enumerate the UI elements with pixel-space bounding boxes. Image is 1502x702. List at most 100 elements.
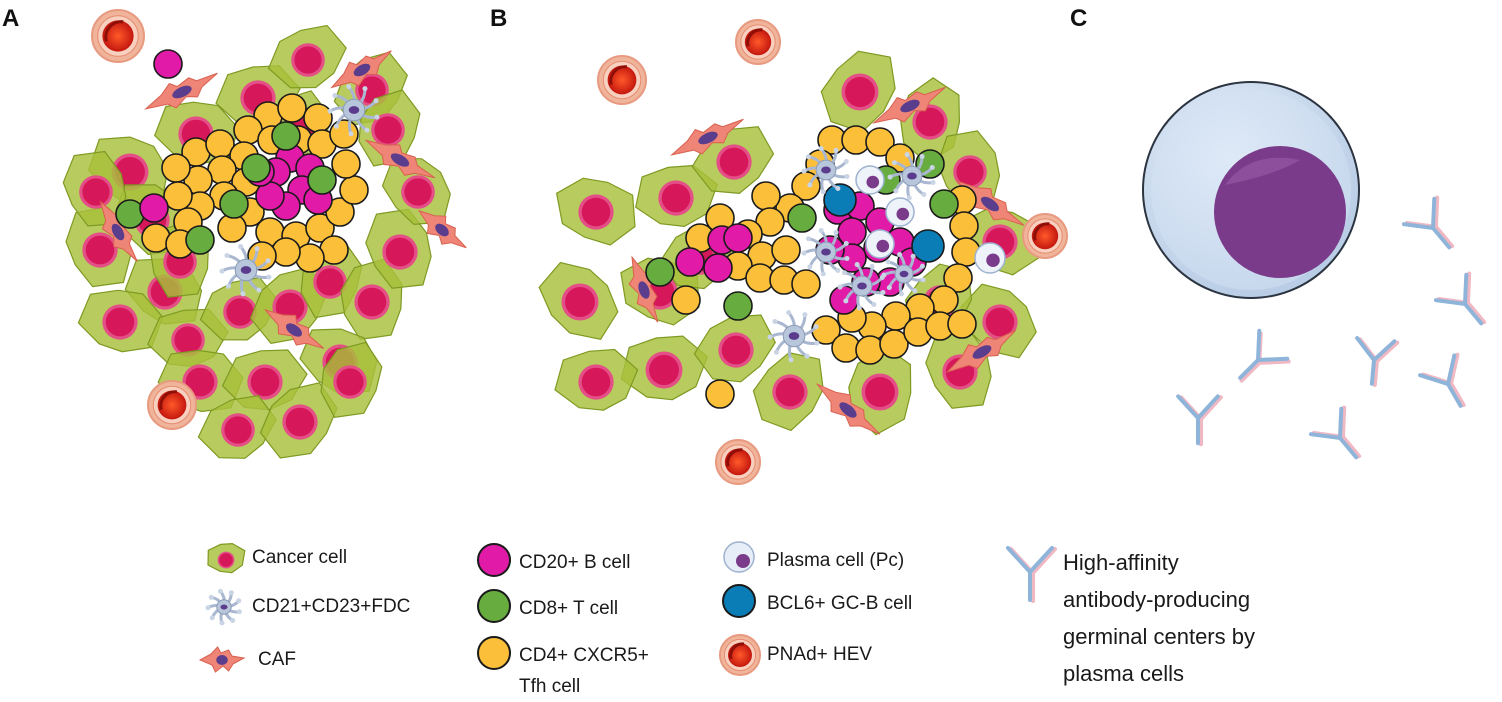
- cancer-cell-nucleus: [581, 367, 611, 397]
- gcb-cell-icon: [722, 584, 756, 618]
- antibody-heavy-chain: [1308, 406, 1359, 460]
- t-cell: [787, 203, 817, 233]
- fdc-dendrite-tip: [920, 277, 926, 283]
- fdc-dendrite-tip: [930, 180, 936, 186]
- hev-vessel: [735, 19, 781, 65]
- fdc-nucleus: [899, 270, 909, 278]
- legend-label-gcb-cell: BCL6+ GC-B cell: [767, 593, 912, 614]
- cancer-cell: [259, 382, 338, 459]
- cancer-cell-nucleus: [385, 237, 415, 267]
- fdc-dendrite-tip: [236, 609, 242, 615]
- legend-label-tfh-line2: Tfh cell: [519, 676, 580, 697]
- cancer-cell-nucleus: [185, 367, 215, 397]
- caf-cell: [815, 383, 881, 435]
- cancer-cell-nucleus: [285, 407, 315, 437]
- fdc-dendrite-tip: [373, 98, 379, 104]
- fdc-dendrite-tip: [844, 256, 850, 262]
- panel-a-cluster: [62, 9, 467, 459]
- caf-cell: [198, 646, 246, 673]
- fdc-dendrite-tip: [225, 283, 231, 289]
- hev-vessel: [715, 439, 761, 485]
- fdc-dendrite-tip: [208, 594, 214, 600]
- plasma-cell-nucleus: [876, 239, 890, 253]
- legend-label-t-cell: CD8+ T cell: [519, 598, 618, 619]
- panel-label-c: C: [1070, 5, 1087, 32]
- fdc-nucleus: [220, 604, 228, 610]
- fdc-dendrite-tip: [814, 340, 820, 346]
- tfh-cell-icon: [477, 636, 511, 670]
- fdc-icon: [205, 588, 242, 626]
- legend-label-hev: PNAd+ HEV: [767, 644, 872, 665]
- tfh-cell: [949, 211, 979, 241]
- fdc-dendrite-tip: [802, 312, 808, 318]
- fdc-dendrite-tip: [256, 287, 262, 293]
- t-cell: [929, 189, 959, 219]
- legend-item-tfh: CD4+ CXCR5+ Tfh cell: [477, 636, 649, 697]
- caf-cell: [945, 329, 1017, 374]
- fdc-dendrite-tip: [217, 588, 223, 594]
- antibody-light-chain: [1436, 271, 1487, 325]
- antibody-light-chain: [1404, 195, 1455, 249]
- antibody: [1308, 405, 1362, 460]
- caf-nucleus: [111, 223, 125, 241]
- fdc-dendrite-tip: [837, 284, 843, 290]
- hev-vessel: [1022, 213, 1068, 259]
- gcb-cell: [911, 229, 945, 263]
- fdc-dendrite-tip: [886, 285, 892, 291]
- cancer-cell-nucleus: [721, 335, 751, 365]
- plasma-cell-nucleus: [986, 253, 1000, 267]
- caf-cell: [143, 72, 218, 110]
- fdc-dendrite-tip: [856, 305, 862, 311]
- t-cell: [185, 225, 215, 255]
- antibody-heavy-chain: [1401, 196, 1452, 250]
- caf-nucleus: [900, 99, 920, 113]
- fdc-dendrite-tip: [881, 272, 887, 278]
- antibody-heavy-chain: [1006, 546, 1054, 602]
- cancer-cell: [365, 208, 432, 289]
- cancer-cell-nucleus: [357, 287, 387, 317]
- panel-a-lymphocytes: [115, 49, 369, 273]
- fdc-dendrite-tip: [835, 185, 841, 191]
- plasma-cell: [885, 197, 915, 227]
- fdc-dendrite-tip: [364, 127, 370, 133]
- cancer-cell-nucleus: [581, 197, 611, 227]
- caf-cell: [871, 86, 946, 124]
- caf-nucleus: [698, 131, 718, 145]
- fdc-dendrite-tip: [805, 236, 811, 242]
- fdc-dendrite-tip: [807, 264, 813, 270]
- b-cell-icon: [477, 543, 511, 577]
- cancer-cell: [554, 348, 639, 411]
- t-cell: [219, 189, 249, 219]
- cancer-cell-nucleus: [82, 178, 110, 206]
- tfh-cell: [163, 181, 193, 211]
- plasma-cell-nucleus: [896, 207, 910, 221]
- fdc-dendrite-tip: [265, 258, 271, 264]
- t-cell-icon: [477, 589, 511, 623]
- fdc-dendrite-tip: [805, 154, 811, 160]
- caf-icon: [198, 646, 246, 673]
- tfh-cell: [161, 153, 191, 183]
- antibody: [1418, 352, 1466, 408]
- panel-a-fdc-cells: [219, 84, 380, 297]
- fdc-dendrite-tip: [921, 191, 927, 197]
- fdc-dendrite-tip: [898, 291, 904, 297]
- fdc-dendrite-tip: [219, 268, 225, 274]
- tfh-cell: [277, 93, 307, 123]
- fdc-dendrite-tip: [205, 605, 211, 611]
- cancer-cell: [267, 24, 347, 89]
- cancer-cell-nucleus: [565, 287, 595, 317]
- hev-lumen-shadow: [159, 390, 177, 411]
- nucleus-highlight: [1225, 157, 1300, 185]
- fdc-dendrite-tip: [843, 298, 849, 304]
- fdc-dendrite-tip: [788, 357, 794, 363]
- panel-label-b: B: [490, 5, 507, 32]
- fdc-dendrite-tip: [843, 240, 849, 246]
- antibody-heavy-chain: [1355, 336, 1397, 386]
- fdc-cell: [219, 244, 272, 297]
- legend-label-antibody-line3: germinal centers by: [1063, 624, 1255, 649]
- fdc-dendrite-tip: [906, 195, 912, 201]
- fdc-dendrite-tip: [885, 259, 891, 265]
- antibody-heavy-chain: [1418, 353, 1463, 408]
- panel-b-caf-cells: [628, 86, 1025, 435]
